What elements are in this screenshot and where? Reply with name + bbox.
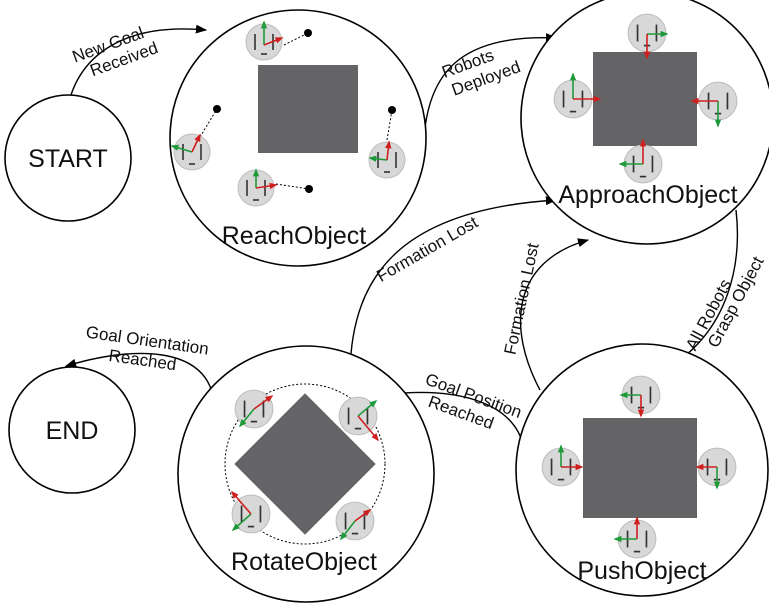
edge-reach-to-approach: [424, 33, 558, 129]
state-label-end: END: [46, 417, 99, 445]
robot: [335, 501, 375, 541]
robot: [234, 389, 274, 429]
robot: [690, 81, 738, 128]
edge-label-all-robots-grasp: All Robots Grasp Object: [682, 253, 768, 353]
edge-rotate-to-approach: [349, 196, 558, 373]
robot: [338, 396, 380, 442]
target-dot: [388, 106, 396, 114]
rotation-path: [224, 383, 386, 545]
target-dot: [304, 29, 312, 37]
state-label-approach-object: ApproachObject: [558, 181, 737, 209]
state-label-push-object: PushObject: [577, 557, 706, 585]
robot: [237, 168, 278, 207]
robot: [627, 13, 669, 60]
edge-label-new-goal: New Goal Received: [70, 23, 161, 80]
robot: [695, 447, 737, 490]
edge-label-goal-orientation: Goal Orientation Reached: [85, 323, 210, 375]
object-box: [583, 418, 697, 518]
robot: [553, 72, 602, 119]
robot: [170, 133, 211, 171]
push-object-scene: [541, 375, 737, 559]
approach-object-scene: [553, 13, 738, 184]
robot: [618, 138, 663, 184]
edge-start-to-reach: [67, 24, 208, 107]
state-start: [4, 94, 132, 222]
edge-label-goal-position: Goal Position Reached: [423, 370, 525, 434]
state-label-rotate-object: RotateObject: [231, 548, 377, 576]
robot: [613, 516, 657, 559]
state-end: [8, 366, 136, 494]
edge-rotate-to-end: [64, 352, 213, 393]
edge-push-to-approach: [519, 238, 590, 391]
robot: [245, 20, 284, 61]
rotate-object-scene: [224, 383, 386, 545]
robot: [230, 490, 271, 534]
object-box: [593, 52, 697, 146]
robot: [541, 444, 584, 487]
robot: [619, 375, 661, 418]
reach-object-scene: [170, 20, 406, 207]
robot: [368, 140, 406, 179]
edge-label-robots-deployed: Robots Deployed: [439, 46, 523, 100]
state-label-reach-object: ReachObject: [222, 222, 367, 250]
edge-label-formation-lost-push: Formation Lost: [501, 241, 543, 356]
state-label-start: START: [28, 145, 108, 173]
object-box: [258, 65, 358, 153]
